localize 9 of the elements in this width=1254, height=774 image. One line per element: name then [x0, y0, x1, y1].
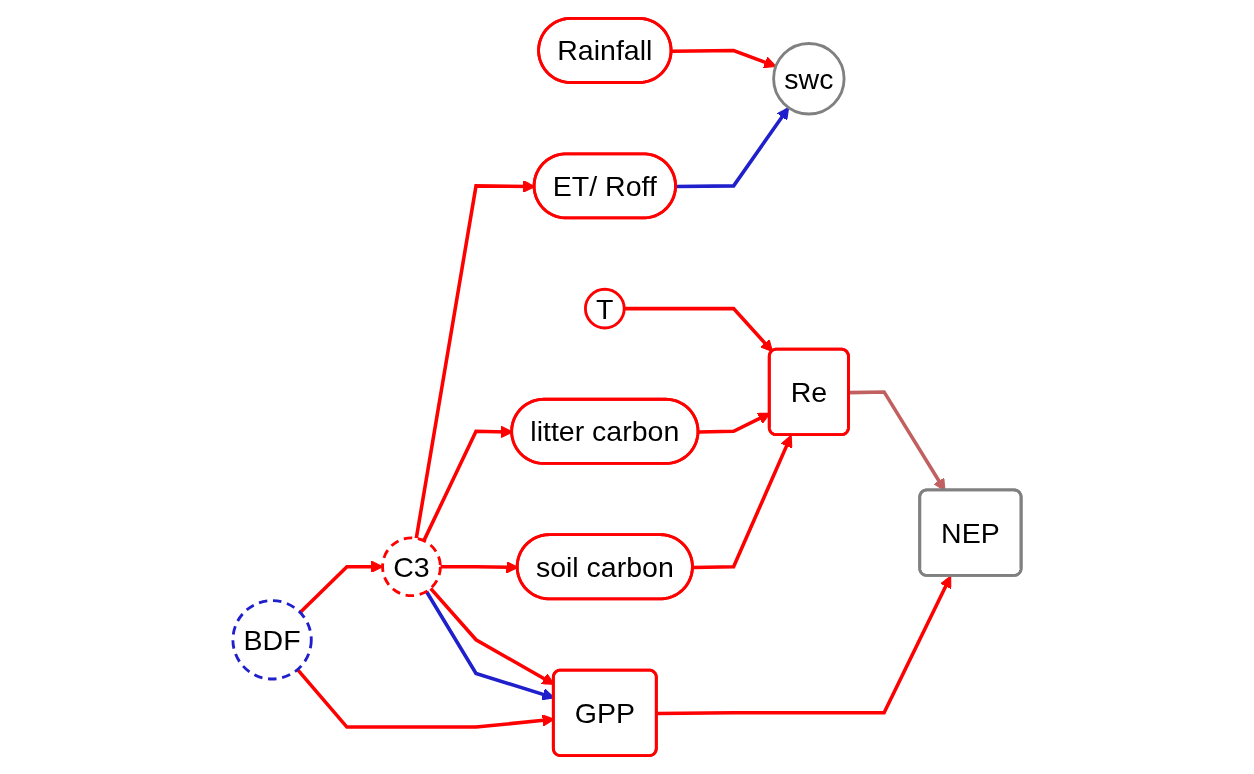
arrow [624, 306, 774, 353]
arrow [671, 48, 777, 69]
node-circle: BDF [231, 599, 313, 681]
node-circle: T [584, 287, 626, 330]
arrow [693, 434, 793, 570]
arrow [657, 575, 952, 716]
node-circle: swc [772, 42, 846, 116]
node-circle: C3 [381, 536, 442, 598]
arrow [676, 107, 790, 189]
